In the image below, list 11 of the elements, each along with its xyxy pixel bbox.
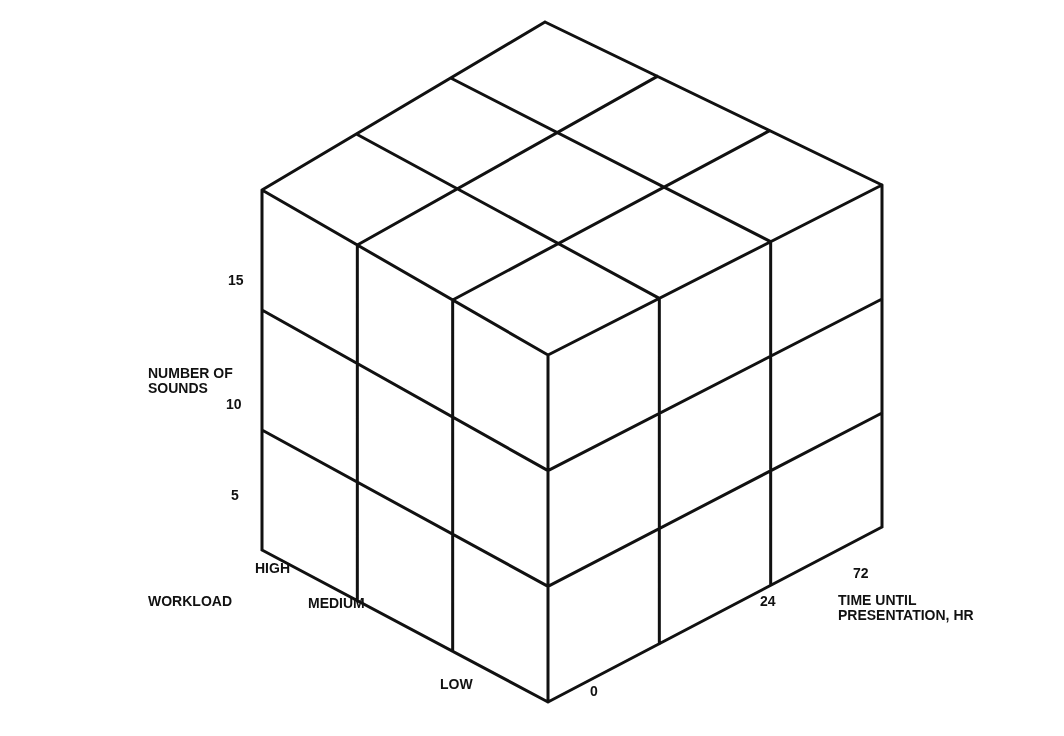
axis-title: WORKLOAD xyxy=(148,594,232,609)
axis-tick-label: 5 xyxy=(231,488,239,503)
axis-tick-label: 10 xyxy=(226,397,242,412)
axis-tick-label: LOW xyxy=(440,677,473,692)
axis-tick-label: 15 xyxy=(228,273,244,288)
axis-tick-label: HIGH xyxy=(255,561,290,576)
axis-tick-label: 24 xyxy=(760,594,776,609)
axis-tick-label: 72 xyxy=(853,566,869,581)
axis-tick-label: 0 xyxy=(590,684,598,699)
axis-title: TIME UNTIL PRESENTATION, HR xyxy=(838,593,975,623)
axis-title: NUMBER OF SOUNDS xyxy=(148,366,234,396)
